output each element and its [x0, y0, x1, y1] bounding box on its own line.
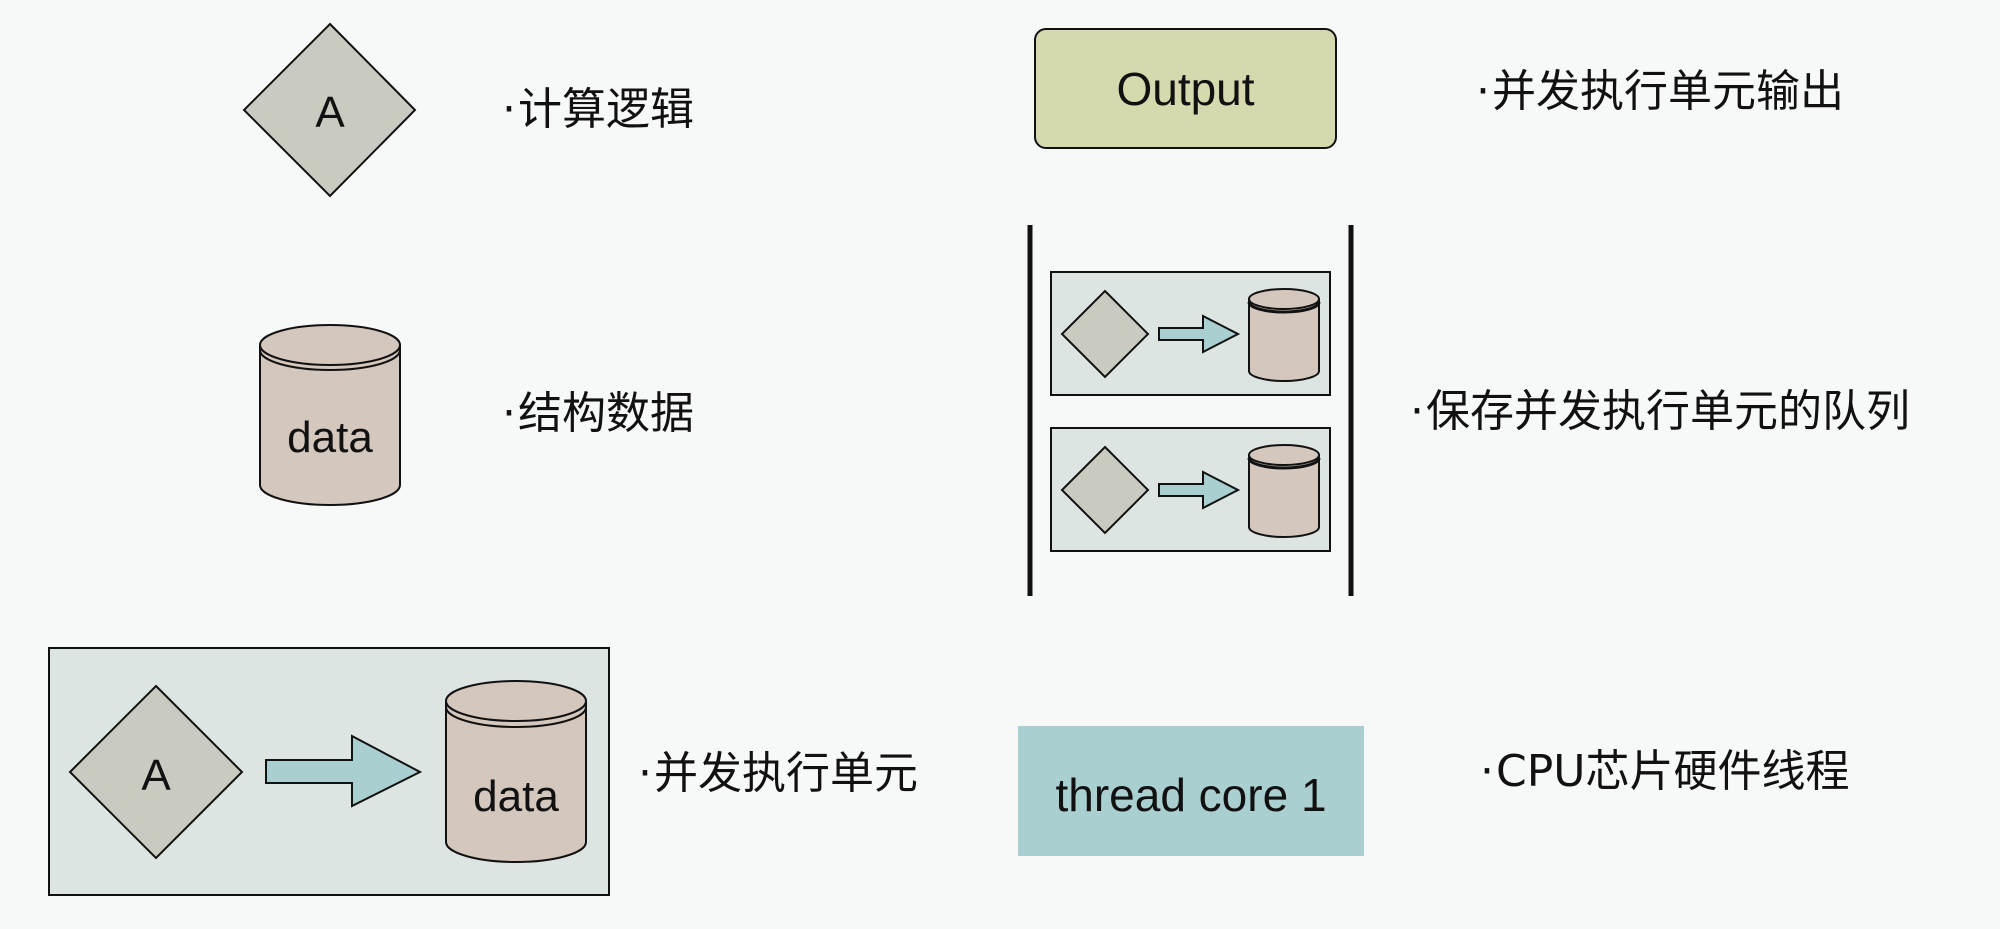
unit-symbol-data: data: [473, 772, 559, 821]
thread-description: ·CPU芯片硬件线程: [1480, 746, 1850, 797]
queue-description: ·保存并发执行单元的队列: [1410, 386, 1910, 437]
queue-unit-2: [1050, 427, 1331, 552]
output-box: Output: [1034, 28, 1337, 149]
data-symbol-text: data: [287, 413, 373, 462]
unit-diamond-icon: [68, 684, 244, 860]
unit-description: ·并发执行单元: [638, 748, 918, 799]
data-description: ·结构数据: [502, 388, 694, 439]
logic-description: ·计算逻辑: [502, 84, 694, 135]
unit-arrow-icon: [265, 734, 423, 808]
thread-core-box: thread core 1: [1018, 726, 1364, 856]
unit-cylinder-icon: [445, 702, 587, 863]
unit-symbol-a: A: [141, 751, 171, 800]
queue-unit-1: [1050, 271, 1331, 396]
output-description: ·并发执行单元输出: [1476, 66, 1844, 117]
logic-symbol-text: A: [315, 88, 345, 137]
